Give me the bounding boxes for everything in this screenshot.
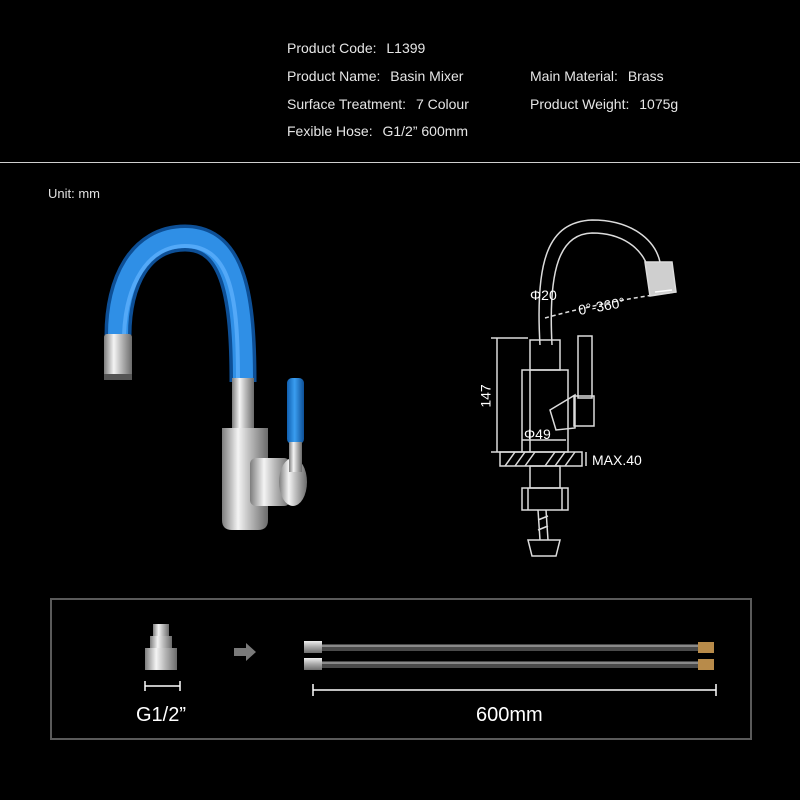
spec-key: Fexible Hose: (287, 123, 373, 139)
spec-surface-treatment: Surface Treatment: 7 Colour (287, 96, 469, 112)
spec-product-weight: Product Weight: 1075g (530, 96, 678, 112)
unit-label: Unit: mm (48, 186, 100, 201)
hose-length-label: 600mm (476, 704, 543, 726)
spec-value: 7 Colour (415, 96, 469, 112)
section-divider (0, 162, 800, 163)
spec-main-material: Main Material: Brass (530, 68, 664, 84)
arrow-right-icon (234, 643, 256, 661)
spec-key: Main Material: (530, 68, 618, 84)
max-thickness-label: MAX.40 (592, 452, 642, 468)
spec-flexible-hose: Fexible Hose: G1/2” 600mm (287, 123, 468, 139)
spec-key: Product Name: (287, 68, 381, 84)
spec-value: Basin Mixer (390, 68, 464, 84)
faucet-photo (104, 224, 307, 530)
spec-key: Surface Treatment: (287, 96, 407, 112)
hose-panel (50, 598, 752, 740)
spec-value: G1/2” 600mm (382, 123, 469, 139)
spec-product-code: Product Code: L1399 (287, 40, 425, 56)
spec-key: Product Weight: (530, 96, 630, 112)
height-label: 147 (477, 384, 494, 408)
braided-hoses (304, 641, 717, 696)
faucet-diagram (491, 219, 677, 557)
diameter-top-label: Φ20 (530, 287, 557, 303)
fitting-size-label: G1/2” (136, 704, 187, 726)
spec-value: L1399 (386, 40, 426, 56)
spec-value: 1075g (639, 96, 679, 112)
spec-value: Brass (627, 68, 664, 84)
adapter-fitting (144, 624, 181, 691)
spec-key: Product Code: (287, 40, 377, 56)
diameter-base-label: Φ49 (524, 426, 551, 442)
spec-product-name: Product Name: Basin Mixer (287, 68, 463, 84)
